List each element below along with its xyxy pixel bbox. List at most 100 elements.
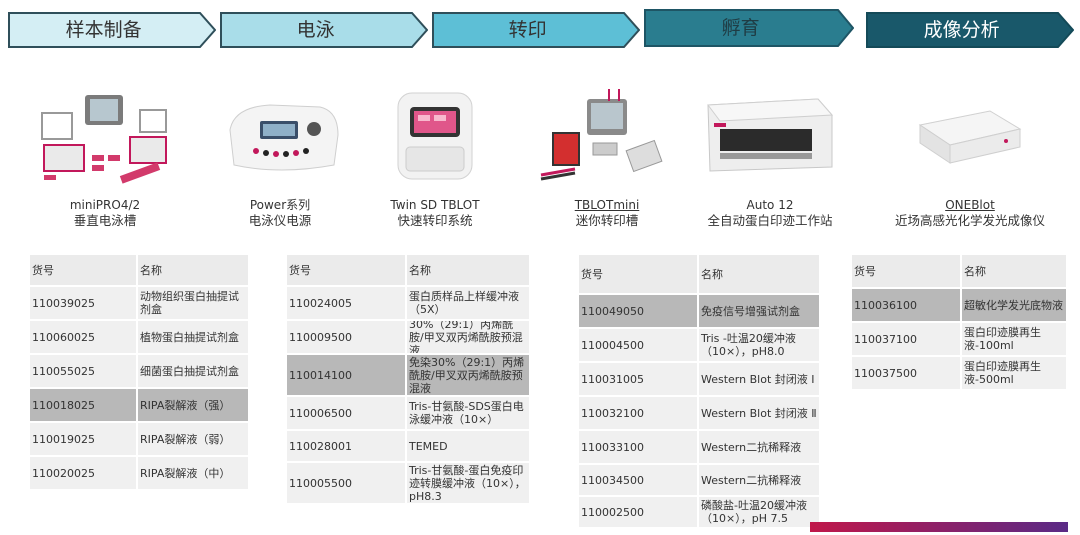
table-row[interactable]: 110028001 TEMED (287, 431, 529, 461)
catalog-no: 110060025 (30, 321, 136, 353)
table-row[interactable]: 110005500 Tris-甘氨酸-蛋白免疫印迹转膜缓冲液（10×），pH8.… (287, 463, 529, 503)
step-label: 样本制备 (65, 19, 142, 41)
header-catalog-no: 货号 (30, 255, 136, 285)
table-row[interactable]: 110032100 Western Blot 封闭液 Ⅱ (579, 397, 819, 429)
table-row[interactable]: 110024005 蛋白质样品上样缓冲液（5X） (287, 287, 529, 319)
table-row[interactable]: 110060025 植物蛋白抽提试剂盒 (30, 321, 248, 353)
product-name: 全自动蛋白印迹工作站 (707, 213, 833, 228)
table-row[interactable]: 110039025 动物组织蛋白抽提试剂盒 (30, 287, 248, 319)
arrow-shape (644, 9, 854, 47)
step-imaging: 成像分析 (866, 12, 1074, 48)
arrow-shape (866, 12, 1074, 48)
western-blot-workstation-image (707, 98, 834, 172)
product-tblotmini[interactable]: TBLOTmini 迷你转印槽 (537, 85, 677, 230)
catalog-table-imaging: 货号 名称 110036100 超敏化学发光底物液 110037100 蛋白印迹… (852, 255, 1066, 389)
catalog-no: 110002500 (579, 497, 697, 527)
table-row[interactable]: 110037100 蛋白印迹膜再生液-100ml (852, 323, 1066, 355)
arrow-shape (432, 12, 640, 48)
step-label: 成像分析 (923, 19, 1000, 41)
product-name: Tris-甘氨酸-SDS蛋白电泳缓冲液（10×） (407, 397, 529, 429)
table-row[interactable]: 110002500 磷酸盐-吐温20缓冲液（10×），pH 7.5 (579, 497, 819, 527)
table-row[interactable]: 110034500 Western二抗稀释液 (579, 465, 819, 495)
header-name: 名称 (407, 255, 529, 285)
table-row[interactable]: 110037500 蛋白印迹膜再生液-500ml (852, 357, 1066, 389)
table-row-highlighted[interactable]: 110018025 RIPA裂解液（强） (30, 389, 248, 421)
product-name: Tris-甘氨酸-蛋白免疫印迹转膜缓冲液（10×），pH8.3 (407, 463, 529, 503)
step-transfer: 转印 (432, 12, 640, 48)
catalog-no: 110004500 (579, 329, 697, 361)
catalog-table-sample-prep: 货号 名称 110039025 动物组织蛋白抽提试剂盒 110060025 植物… (30, 255, 248, 489)
catalog-no: 110005500 (287, 463, 405, 503)
catalog-no: 110009500 (287, 321, 405, 353)
product-name: 超敏化学发光底物液 (962, 289, 1066, 321)
product-name: 垂直电泳槽 (73, 213, 137, 228)
catalog-no: 110055025 (30, 355, 136, 387)
table-row[interactable]: 110006500 Tris-甘氨酸-SDS蛋白电泳缓冲液（10×） (287, 397, 529, 429)
product-twin-sd-tblot[interactable]: Twin SD TBLOT 快速转印系统 (370, 85, 500, 230)
product-name: 植物蛋白抽提试剂盒 (138, 321, 248, 353)
catalog-no: 110049050 (579, 295, 697, 327)
header-name: 名称 (962, 255, 1066, 287)
header-catalog-no: 货号 (852, 255, 960, 287)
mini-transfer-tank-image (540, 89, 663, 181)
table-row-highlighted[interactable]: 110014100 免染30%（29:1）丙烯酰胺/甲叉双丙烯酰胺预混液 (287, 355, 529, 395)
table-row[interactable]: 110055025 细菌蛋白抽提试剂盒 (30, 355, 248, 387)
product-name: 免染30%（29:1）丙烯酰胺/甲叉双丙烯酰胺预混液 (407, 355, 529, 395)
catalog-no: 110018025 (30, 389, 136, 421)
product-name: 电泳仪电源 (248, 213, 312, 228)
product-auto12[interactable]: Auto 12 全自动蛋白印迹工作站 (690, 85, 850, 230)
product-name: RIPA裂解液（中） (138, 457, 248, 489)
product-name: TEMED (407, 431, 529, 461)
product-name: 磷酸盐-吐温20缓冲液（10×），pH 7.5 (699, 497, 819, 527)
electrophoresis-tank-image (41, 95, 167, 184)
catalog-table-electrophoresis: 货号 名称 110024005 蛋白质样品上样缓冲液（5X） 110009500… (287, 255, 529, 503)
table-row-highlighted[interactable]: 110049050 免疫信号增强试剂盒 (579, 295, 819, 327)
power-supply-image (229, 104, 339, 171)
product-name: 迷你转印槽 (575, 213, 639, 228)
table-row[interactable]: 110033100 Western二抗稀释液 (579, 431, 819, 463)
product-name: 免疫信号增强试剂盒 (699, 295, 819, 327)
product-name: 蛋白质样品上样缓冲液（5X） (407, 287, 529, 319)
table-row-highlighted[interactable]: 110036100 超敏化学发光底物液 (852, 289, 1066, 321)
catalog-no: 110019025 (30, 423, 136, 455)
product-name: Western Blot 封闭液 Ⅰ (699, 363, 819, 395)
table-row[interactable]: 110031005 Western Blot 封闭液 Ⅰ (579, 363, 819, 395)
catalog-no: 110039025 (30, 287, 136, 319)
table-header: 货号 名称 (287, 255, 529, 285)
table-row[interactable]: 110009500 30%（29:1）丙烯酰胺/甲叉双丙烯酰胺预混液 (287, 321, 529, 353)
product-name: 快速转印系统 (397, 213, 473, 228)
transfer-system-image (397, 92, 473, 180)
catalog-no: 110037500 (852, 357, 960, 389)
table-row[interactable]: 110019025 RIPA裂解液（弱） (30, 423, 248, 455)
catalog-no: 110033100 (579, 431, 697, 463)
product-power[interactable]: Power系列 电泳仪电源 (210, 85, 350, 230)
product-name: RIPA裂解液（弱） (138, 423, 248, 455)
product-name: 近场高感光化学发光成像仪 (894, 213, 1045, 228)
product-model: Twin SD TBLOT (390, 198, 480, 212)
product-name: Tris -吐温20缓冲液（10×），pH8.0 (699, 329, 819, 361)
product-model: Auto 12 (746, 198, 794, 212)
table-header: 货号 名称 (30, 255, 248, 285)
header-catalog-no: 货号 (579, 255, 697, 293)
table-row[interactable]: 110020025 RIPA裂解液（中） (30, 457, 248, 489)
catalog-no: 110028001 (287, 431, 405, 461)
step-label: 电泳 (296, 19, 335, 41)
header-name: 名称 (699, 255, 819, 293)
catalog-no: 110036100 (852, 289, 960, 321)
catalog-no: 110020025 (30, 457, 136, 489)
product-name: 蛋白印迹膜再生液-500ml (962, 357, 1066, 389)
chemiluminescence-imager-image (918, 110, 1022, 164)
product-name: Western二抗稀释液 (699, 431, 819, 463)
catalog-table-incubation: 货号 名称 110049050 免疫信号增强试剂盒 110004500 Tris… (579, 255, 819, 527)
step-incubation: 孵育 (644, 9, 854, 47)
product-minipro[interactable]: miniPRO4/2 垂直电泳槽 (30, 85, 180, 230)
product-model: Power系列 (249, 198, 311, 212)
table-row[interactable]: 110004500 Tris -吐温20缓冲液（10×），pH8.0 (579, 329, 819, 361)
header-name: 名称 (138, 255, 248, 285)
step-label: 转印 (508, 19, 547, 41)
catalog-no: 110014100 (287, 355, 405, 395)
product-model: ONEBlot (945, 198, 995, 212)
catalog-no: 110031005 (579, 363, 697, 395)
product-name: 动物组织蛋白抽提试剂盒 (138, 287, 248, 319)
product-oneblot[interactable]: ONEBlot 近场高感光化学发光成像仪 (880, 85, 1060, 230)
